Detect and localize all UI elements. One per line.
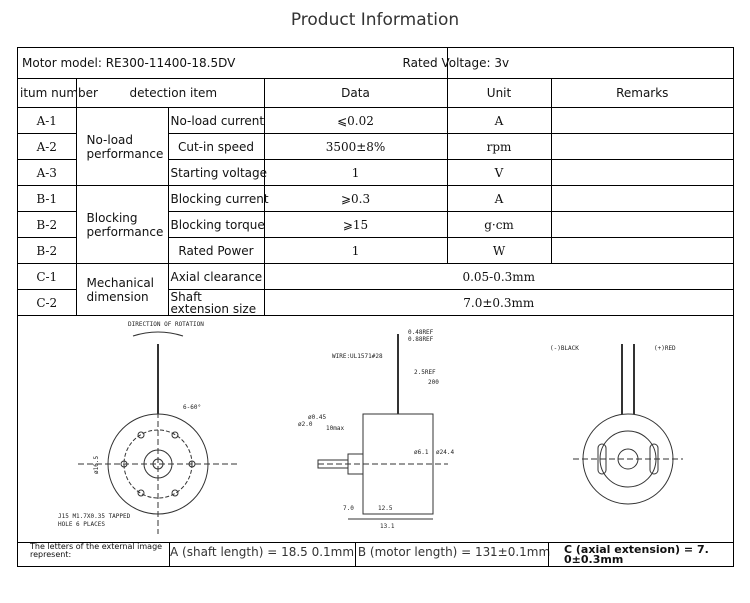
footer-a-b: A (shaft length) = 18.5 0.1mm B (motor l… <box>170 545 495 559</box>
drawing-label-dim-125: 12.5 <box>378 505 393 512</box>
footer-row: The letters of the external image repres… <box>18 542 733 567</box>
drawing-label-dim-200: 200 <box>428 379 439 386</box>
footer-divider <box>548 542 549 566</box>
row-data: ⩾0.3 <box>263 185 448 212</box>
group-no-load: No-load performance <box>75 107 169 186</box>
row-id: C-2 <box>18 289 77 316</box>
drawing-label-dim-7: 7.0 <box>343 505 354 512</box>
header-itum-number: itum number <box>18 78 98 108</box>
drawing-label-dim-244: ø24.4 <box>436 449 454 456</box>
drawing-label-direction: DIRECTION OF ROTATION <box>128 321 204 328</box>
row-unit: W <box>446 237 552 264</box>
row-unit: rpm <box>446 133 552 160</box>
row-remarks <box>550 211 734 238</box>
table-row: B-1 Blocking performance Blocking curren… <box>18 185 734 264</box>
row-item: Blocking torque <box>167 211 265 238</box>
row-id: B-1 <box>18 185 77 212</box>
page-title: Product Information <box>290 10 460 30</box>
header-remarks: Remarks <box>550 78 734 108</box>
row-remarks <box>550 159 734 186</box>
footer-divider <box>355 542 356 566</box>
row-data: 0.05-0.3mm <box>263 263 734 290</box>
drawing-label-dim-131: 13.1 <box>380 523 395 530</box>
row-item: Axial clearance <box>167 263 265 290</box>
row-item: Cut-in speed <box>167 133 265 160</box>
row-data: 3500±8% <box>263 133 448 160</box>
drawing-label-dim-shaft: ø0.45 <box>308 414 326 421</box>
row-id: B-2 <box>18 237 77 264</box>
row-unit: V <box>446 159 552 186</box>
row-data: ⩽0.02 <box>263 107 448 134</box>
drawing-label-dim-61: ø6.1 <box>414 449 429 456</box>
rear-view <box>573 344 683 505</box>
table-row: C-2 Shaft extension size 7.0±0.3mm <box>18 289 734 316</box>
group-blocking: Blocking performance <box>75 185 169 264</box>
row-data: ⩾15 <box>263 211 448 238</box>
row-remarks <box>550 133 734 160</box>
drawing-label-angle: 6-60° <box>183 404 201 411</box>
row-data: 1 <box>263 237 448 264</box>
footer-divider <box>169 542 170 566</box>
row-data: 1 <box>263 159 448 186</box>
row-id: A-1 <box>18 107 77 134</box>
table-row: C-1 Mechanical dimension Axial clearance… <box>18 263 734 316</box>
drawing-label-dim-10: 10max <box>326 425 344 432</box>
row-item: No-load current <box>167 107 265 134</box>
row-id: A-2 <box>18 133 77 160</box>
rated-voltage: Rated Voltage: 3v <box>403 48 734 79</box>
row-remarks <box>550 185 734 212</box>
drawing-label-hole-note-2: HOLE 6 PLACES <box>58 521 105 528</box>
drawing-label-dim-048: 0.48REF <box>408 329 434 336</box>
drawing-label-red: (+)RED <box>654 345 676 352</box>
row-id: B-2 <box>18 211 77 238</box>
drawing-label-dia-left: ø16.5 <box>93 456 100 474</box>
table-row: A-1 No-load performance No-load current … <box>18 107 734 186</box>
header-row: itum number detection item Data Unit Rem… <box>18 78 734 108</box>
spec-table: Motor model: RE300-11400-18.5DV Rated Vo… <box>18 48 734 316</box>
footer-tolerance: 1±0.1mm <box>490 545 551 559</box>
drawing-label-dim-20: ø2.0 <box>298 421 313 428</box>
drawing-label-hole-note-1: J15 M1.7X0.35 TAPPED <box>58 513 131 520</box>
row-id: C-1 <box>18 263 77 290</box>
row-item: Starting voltage <box>167 159 267 186</box>
header-unit: Unit <box>446 78 552 108</box>
rotation-arrow-icon <box>132 331 184 337</box>
group-mechanical: Mechanical dimension <box>75 263 169 316</box>
drawing-label-dim-25: 2.5REF <box>414 369 436 376</box>
motor-drawing: DIRECTION OF ROTATION 6-60° ø16.5 J15 M1… <box>58 321 683 534</box>
row-item: Rated Power <box>167 237 265 264</box>
header-data: Data <box>263 78 448 108</box>
row-data: 7.0±0.3mm <box>263 289 734 316</box>
header-detection-item: detection item <box>75 78 265 108</box>
row-remarks <box>550 107 734 134</box>
drawing-label-black: (-)BLACK <box>550 345 579 352</box>
row-unit: g·cm <box>446 211 552 238</box>
side-view <box>317 334 448 520</box>
hub-circle <box>143 449 173 479</box>
row-item: Blocking current <box>167 185 269 212</box>
product-sheet: Motor model: RE300-11400-18.5DV Rated Vo… <box>17 47 734 567</box>
front-view <box>78 331 238 534</box>
rated-voltage-text: Rated Voltage: 3v <box>402 56 510 70</box>
row-item: Shaft extension size <box>167 289 265 316</box>
row-unit: A <box>446 107 552 134</box>
footer-note: The letters of the external image repres… <box>30 542 163 559</box>
motor-model: Motor model: RE300-11400-18.5DV <box>18 48 448 79</box>
drawing-label-dim-088: 0.88REF <box>408 336 434 343</box>
row-id: A-3 <box>18 159 77 186</box>
model-row: Motor model: RE300-11400-18.5DV Rated Vo… <box>18 48 734 79</box>
footer-c: C (axial extension) = 7. 0±0.3mm <box>564 543 709 566</box>
drawing-label-wire: WIRE:UL1571#28 <box>332 353 383 360</box>
row-unit: A <box>446 185 552 212</box>
row-remarks <box>550 237 734 264</box>
